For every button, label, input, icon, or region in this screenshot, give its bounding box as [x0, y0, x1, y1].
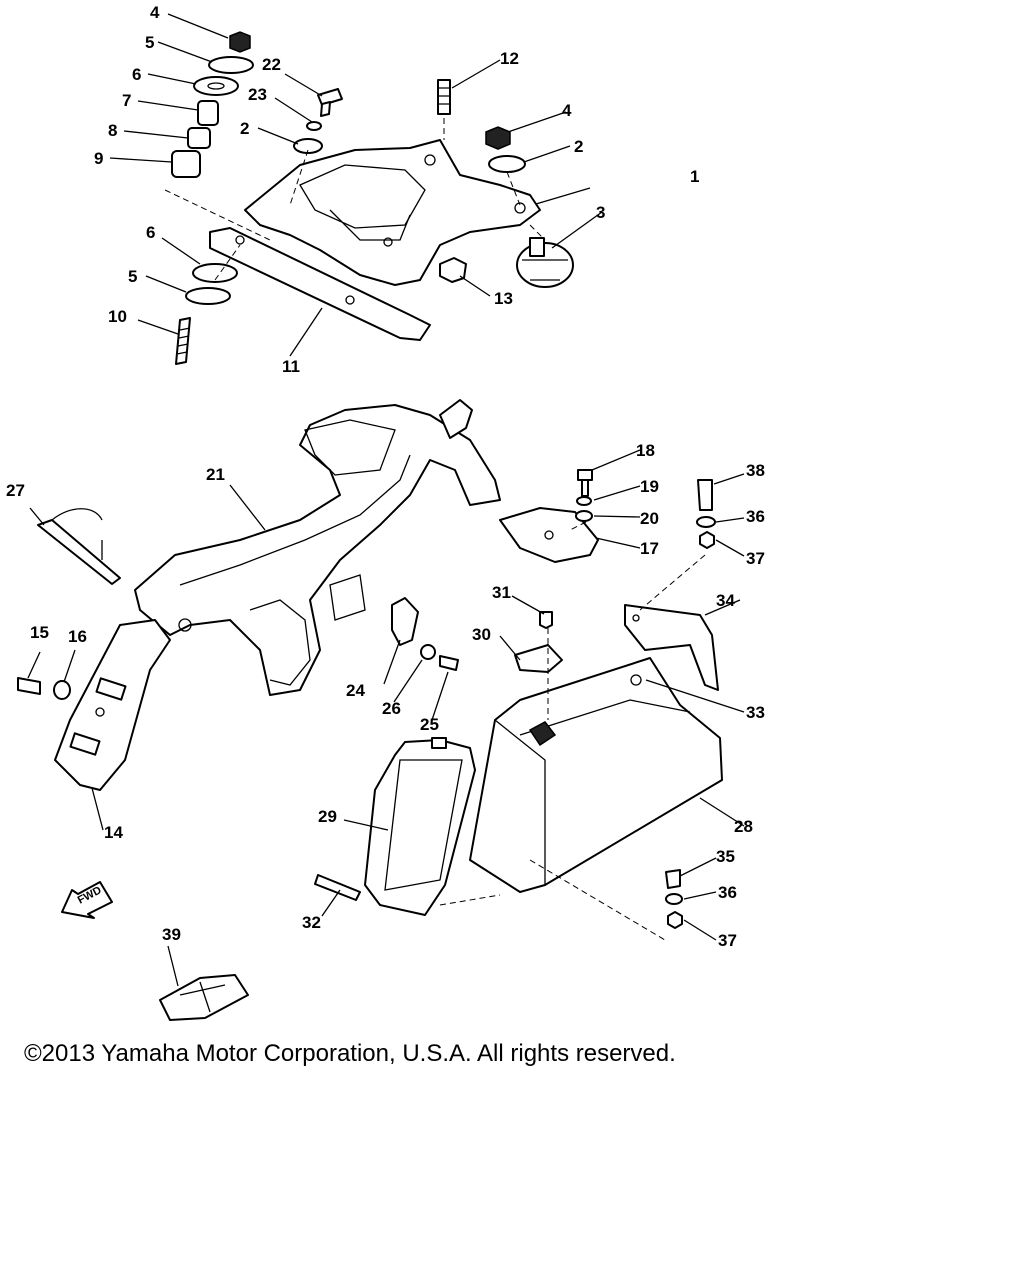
washer-part-36-lower [665, 893, 683, 905]
washer-part-2-left [293, 138, 323, 154]
nut-part-37-lower [667, 911, 683, 929]
nut-part-4 [229, 31, 251, 53]
lockwasher-part-23 [306, 121, 322, 131]
washer-part-6-lower [192, 263, 238, 283]
bolt-part-15 [17, 677, 41, 695]
part-label: 36 [746, 507, 765, 526]
part-number-labels: 1 2 2 3 4 4 5 5 6 6 7 8 9 10 11 12 13 14… [6, 3, 765, 950]
part-label: 1 [690, 167, 699, 186]
frame-hook [439, 399, 473, 439]
washer-part-2-right [488, 155, 526, 173]
part-label: 33 [746, 703, 765, 722]
part-label: 38 [746, 461, 765, 480]
part-label: 6 [146, 223, 155, 242]
bracket-part-34 [624, 604, 719, 691]
lockwasher-part-19 [576, 496, 592, 506]
part-label: 6 [132, 65, 141, 84]
part-label: 3 [596, 203, 605, 222]
copyright-notice: ©2013 Yamaha Motor Corporation, U.S.A. A… [24, 1040, 676, 1067]
bushing-part-9 [171, 150, 201, 178]
part-label: 25 [420, 715, 439, 734]
part-label: 9 [94, 149, 103, 168]
part-label: 4 [562, 101, 572, 120]
boot-part-39 [159, 974, 249, 1021]
part-label: 26 [382, 699, 401, 718]
grommet-part-13 [439, 257, 467, 283]
washer-part-6 [193, 76, 239, 96]
part-label: 37 [746, 549, 765, 568]
spacer-part-7 [197, 100, 219, 126]
part-label: 14 [104, 823, 123, 842]
mounting-stack [171, 31, 254, 178]
washer-part-26 [420, 644, 436, 660]
part-label: 16 [68, 627, 87, 646]
battery-case-part-28 [469, 657, 723, 893]
washer-part-5-lower [185, 287, 231, 305]
part-label: 7 [122, 91, 131, 110]
part-label: 23 [248, 85, 267, 104]
part-label: 24 [346, 681, 365, 700]
part-label: 11 [282, 357, 300, 376]
rod-part-32 [314, 874, 361, 901]
washer-part-36-upper [696, 516, 716, 528]
stud-part-10 [175, 317, 191, 365]
stud-part-12 [437, 79, 451, 115]
part-label: 29 [318, 807, 337, 826]
leader-lines [27, 13, 745, 987]
part-label: 36 [718, 883, 737, 902]
part-label: 32 [302, 913, 321, 932]
part-label: 21 [206, 465, 225, 484]
part-label: 30 [472, 625, 491, 644]
part-label: 28 [734, 817, 753, 836]
part-label: 5 [128, 267, 137, 286]
clamp-part-24 [391, 597, 419, 646]
part-label: 31 [492, 583, 511, 602]
washer-part-20 [575, 510, 593, 522]
part-label: 22 [262, 55, 281, 74]
part-label: 20 [640, 509, 659, 528]
bolt-part-25 [439, 655, 459, 671]
part-label: 13 [494, 289, 513, 308]
nut-part-37-upper [699, 531, 715, 549]
washer-part-16 [53, 680, 71, 700]
frame-cover-part-21 [134, 404, 501, 696]
nut-part-4-right [485, 126, 511, 150]
switch-part-3 [516, 237, 574, 288]
part-label: 39 [162, 925, 181, 944]
part-label: 12 [500, 49, 519, 68]
spacer-part-8 [187, 127, 211, 149]
cover-part-29 [364, 739, 476, 916]
part-label: 35 [716, 847, 735, 866]
pin-part-27 [37, 519, 121, 585]
bolt-part-22 [317, 88, 343, 106]
part-label: 4 [150, 3, 160, 22]
part-label: 2 [240, 119, 249, 138]
part-label: 8 [108, 121, 117, 140]
washer-part-5 [208, 56, 254, 74]
part-label: 37 [718, 931, 737, 950]
part-label: 5 [145, 33, 154, 52]
bracket-part-17 [499, 507, 599, 563]
part-label: 27 [6, 481, 25, 500]
part-label: 10 [108, 307, 127, 326]
screw-part-31 [539, 611, 553, 629]
bolt-part-35 [665, 869, 681, 889]
strap-part-30 [514, 644, 563, 673]
bolt-part-18 [577, 469, 593, 481]
bracket-part-11 [209, 227, 431, 341]
part-label: 15 [30, 623, 49, 642]
part-label: 18 [636, 441, 655, 460]
fwd-arrow-icon: FWD [61, 881, 113, 919]
exploded-view-drawing: FWD 1 2 2 3 4 4 5 5 6 6 7 8 9 [6, 3, 765, 1021]
part-label: 2 [574, 137, 583, 156]
part-label: 17 [640, 539, 659, 558]
part-label: 19 [640, 477, 659, 496]
part-label: 34 [716, 591, 735, 610]
bolt-part-38 [697, 479, 713, 511]
